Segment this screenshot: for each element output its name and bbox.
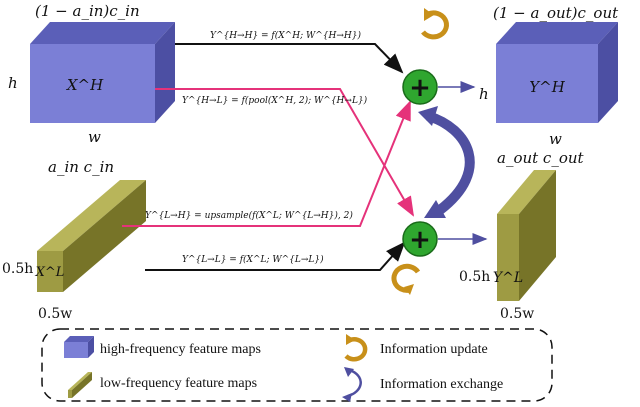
legend-low-frequency-label: low-frequency feature maps: [100, 376, 257, 391]
out-low-block-width-label: 0.5w: [500, 306, 534, 322]
out-low-block-height-label: 0.5h: [459, 269, 490, 285]
legend-high-frequency-label: high-frequency feature maps: [100, 342, 261, 357]
equation-high-to-high: Y^{H→H} = f(X^H; W^{H→H}): [210, 30, 361, 41]
low-frequency-sum-node: +: [402, 221, 438, 257]
information-update-icon-top: [421, 8, 449, 40]
high-sum-plus: +: [409, 73, 431, 103]
high-block-side-face: [155, 22, 175, 123]
low-block-face-label: X^L: [35, 265, 65, 280]
output-high-frequency-block: Y^H: [496, 22, 618, 123]
out-low-block-front-face: [497, 214, 519, 301]
low-block-top-face: [37, 180, 146, 251]
low-block-height-label: 0.5h: [2, 261, 33, 277]
out-high-block-side-face: [598, 22, 618, 123]
equation-low-to-high: Y^{L→H} = upsample(f(X^L; W^{L→H}), 2): [145, 210, 353, 221]
arrow-low-to-low: [145, 241, 406, 271]
out-high-block-channel-label: (1 − a_out)c_out: [493, 4, 619, 22]
low-block-front-face: [37, 251, 63, 292]
legend-box: [41, 328, 553, 402]
arrow-high-to-high: [175, 43, 404, 74]
out-low-block-side-face: [519, 170, 556, 301]
equation-high-to-low-text: Y^{H→L} = f(pool(X^H, 2); W^{H→L}): [182, 95, 368, 106]
out-high-block-width-label: w: [549, 130, 562, 148]
out-high-block-front-face: [496, 44, 598, 123]
low-block-channel-label: a_in c_in: [48, 158, 114, 176]
out-low-block-face-label: Y^L: [493, 270, 523, 286]
high-block-top-face: [30, 22, 175, 44]
low-block-width-label: 0.5w: [38, 306, 72, 322]
legend-low-frequency-swatch: [68, 372, 92, 398]
high-block-channel-label: (1 − a_in)c_in: [35, 2, 140, 20]
out-high-block-height-label: h: [479, 85, 489, 103]
high-block-width-label: w: [88, 128, 101, 146]
legend-information-exchange-label: Information exchange: [380, 377, 503, 392]
out-high-block-face-label: Y^H: [529, 78, 565, 96]
out-low-block-top-face: [497, 170, 556, 214]
input-high-frequency-block: X^H: [30, 22, 175, 123]
input-low-frequency-block: X^L: [35, 180, 146, 292]
high-block-face-label: X^H: [66, 76, 104, 94]
high-block-height-label: h: [8, 74, 18, 92]
out-high-block-top-face: [496, 22, 618, 44]
arrow-low-to-high: [122, 100, 411, 227]
information-exchange-icon: [418, 106, 475, 218]
high-frequency-sum-node: +: [402, 69, 438, 105]
low-sum-plus: +: [409, 225, 431, 255]
equation-low-to-low: Y^{L→L} = f(X^L; W^{L→L}): [182, 254, 324, 265]
out-low-block-channel-label: a_out c_out: [497, 149, 585, 167]
information-update-icon-bottom: [391, 263, 421, 295]
legend-information-exchange-icon: [342, 367, 362, 402]
high-block-front-face: [30, 44, 155, 123]
legend-information-update-label: Information update: [380, 342, 488, 357]
arrow-high-to-low: [155, 88, 415, 217]
output-low-frequency-block: Y^L: [493, 170, 556, 301]
low-block-side-face: [63, 180, 146, 292]
legend-information-update-icon: [344, 334, 368, 362]
legend-high-frequency-swatch: [64, 336, 94, 358]
